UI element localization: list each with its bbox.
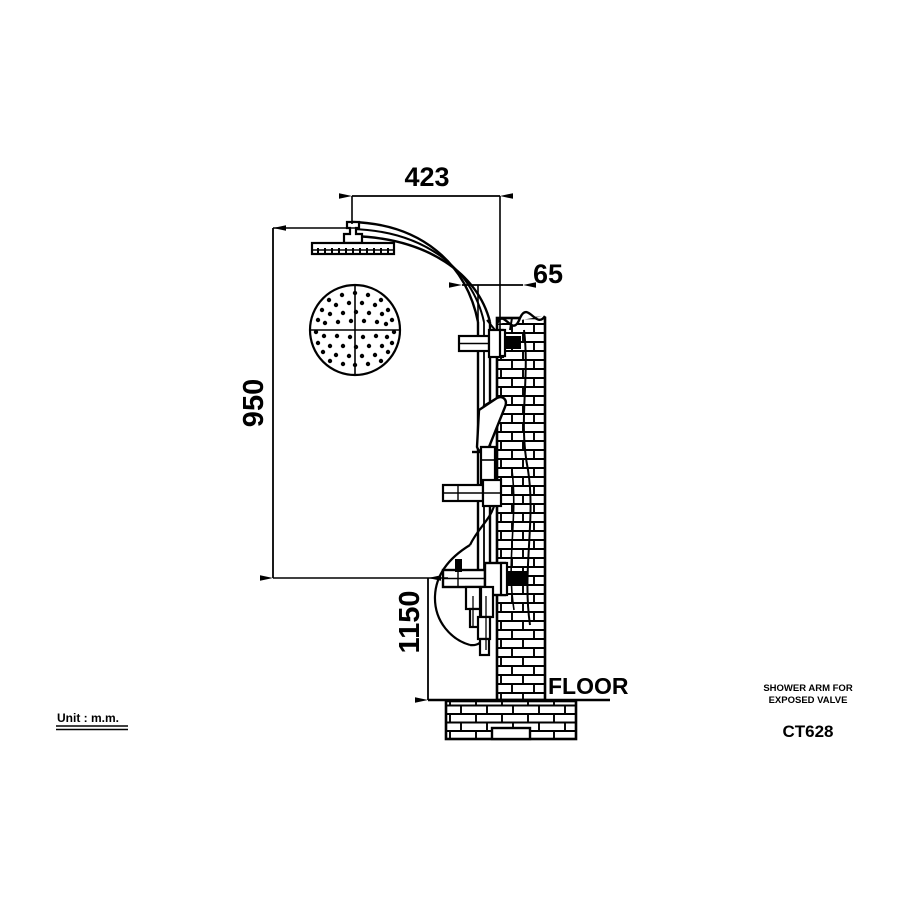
wall-masonry — [495, 310, 547, 702]
dimension-65-label: 65 — [533, 259, 563, 289]
dimension-423: 423 — [339, 162, 513, 330]
upper-wall-union — [457, 317, 521, 359]
hand-shower — [472, 395, 508, 487]
floor-label: FLOOR — [548, 673, 629, 699]
title-line-2: EXPOSED VALVE — [769, 695, 848, 706]
shower-head-face-view — [308, 283, 402, 377]
dimension-1150-label: 1150 — [394, 591, 426, 654]
model-number: CT628 — [782, 722, 833, 741]
dimension-423-label: 423 — [404, 162, 449, 192]
unit-note: Unit : m.m. — [56, 711, 128, 731]
dimension-950: 950 — [238, 225, 448, 581]
dimension-65: 65 — [449, 259, 563, 330]
unit-note-label: Unit : m.m. — [57, 711, 119, 725]
floor-slab — [428, 698, 610, 741]
nozzle-dots — [313, 290, 397, 368]
title-block: SHOWER ARM FOR EXPOSED VALVE CT628 — [763, 683, 853, 741]
slide-rail-bracket — [441, 478, 503, 546]
title-line-1: SHOWER ARM FOR — [763, 683, 853, 694]
dimension-1150: 1150 — [394, 575, 441, 703]
exposed-valve-body — [441, 559, 527, 657]
dimension-950-label: 950 — [238, 379, 270, 427]
